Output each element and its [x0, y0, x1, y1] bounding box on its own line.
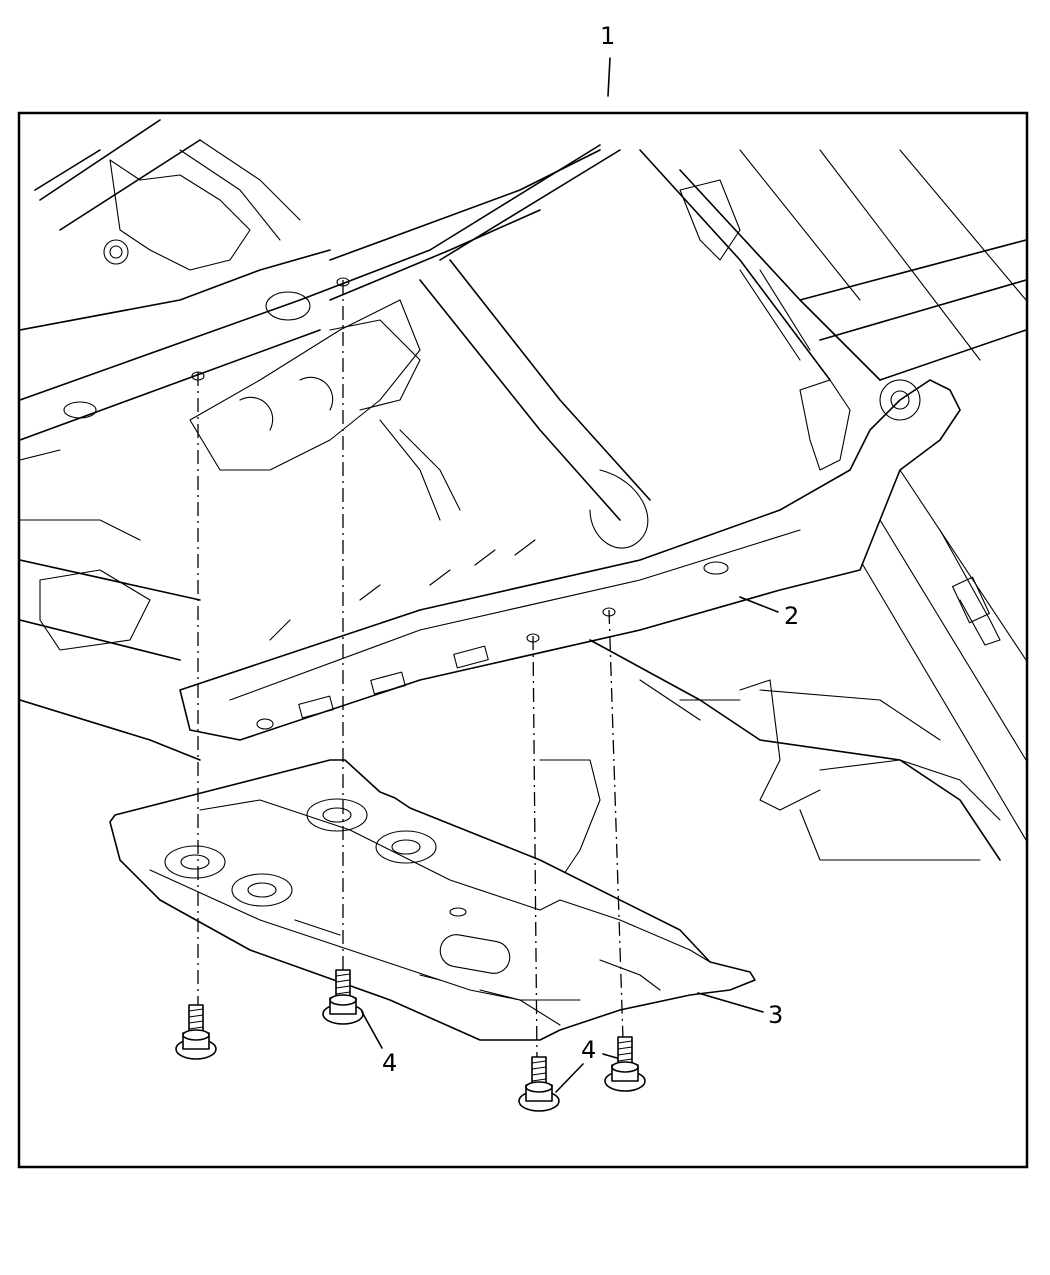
bolt [604, 1036, 646, 1092]
callout-3-leader [697, 992, 764, 1013]
callout-4-leader-right-a [555, 1063, 584, 1093]
callout-2-leader [739, 596, 779, 613]
callout-4-label-right: 4 [581, 1036, 596, 1064]
callout-2-label: 2 [784, 602, 799, 630]
callout-3-label: 3 [768, 1001, 783, 1029]
bolt-center-lines [191, 277, 624, 1061]
callout-4-leader-right-b [602, 1053, 618, 1059]
callout-4-label-left: 4 [382, 1049, 397, 1077]
vehicle-underbody [20, 119, 1026, 881]
skid-plate [109, 759, 756, 1041]
bolt [322, 969, 364, 1025]
callout-1-label: 1 [600, 22, 615, 50]
bolt [175, 1004, 217, 1060]
crossmember [179, 379, 961, 741]
callout-1-leader [607, 57, 611, 97]
flange-bolts [175, 969, 646, 1112]
bolt [518, 1056, 560, 1112]
callout-4-leader-left [361, 1011, 383, 1049]
diagram-frame [17, 111, 1029, 1169]
